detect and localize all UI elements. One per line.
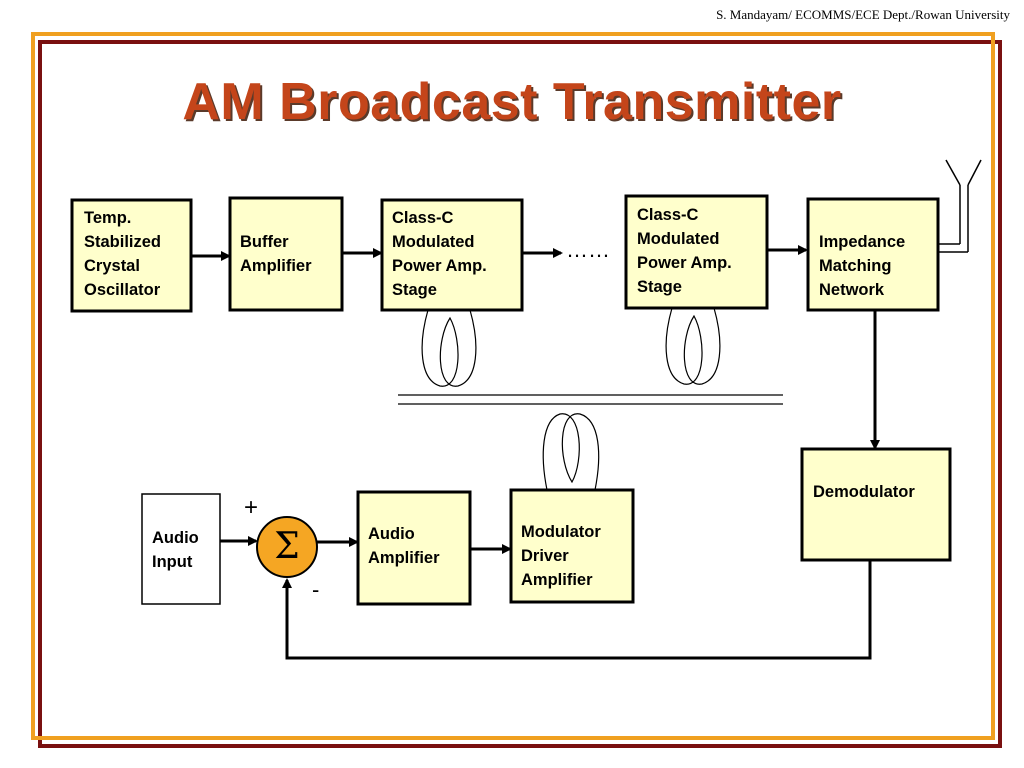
slide-credit: S. Mandayam/ ECOMMS/ECE Dept./Rowan Univ… bbox=[716, 7, 1010, 22]
classc2-line-3: Power Amp. bbox=[637, 254, 732, 272]
slide-title: AM Broadcast Transmitter bbox=[182, 73, 842, 131]
impedance-box bbox=[806, 197, 940, 312]
minus-sign: - bbox=[312, 577, 320, 602]
mod-driver-line-1: Modulator bbox=[521, 523, 601, 541]
oscillator-block: Temp. Stabilized Crystal Oscillator bbox=[84, 206, 161, 302]
summer-circle bbox=[256, 516, 318, 578]
audio-amp-line-2: Amplifier bbox=[368, 549, 440, 567]
oscillator-line-2: Stabilized bbox=[84, 233, 162, 251]
oscillator-line-3: Crystal bbox=[84, 257, 140, 275]
classc1-block: Class-C Modulated Power Amp. Stage bbox=[392, 206, 487, 302]
classc1-line-2: Modulated bbox=[392, 233, 475, 251]
audio-input-line-2: Input bbox=[152, 553, 193, 571]
demodulator-box bbox=[800, 447, 952, 562]
buffer-block: Buffer Amplifier bbox=[240, 230, 312, 278]
classc2-line-4: Stage bbox=[637, 278, 682, 296]
classc1-box bbox=[380, 198, 524, 312]
audio-input-block: Audio Input bbox=[152, 526, 199, 574]
mod-driver-line-3: Amplifier bbox=[521, 571, 593, 589]
classc1-line-4: Stage bbox=[392, 281, 437, 299]
frame-outer bbox=[38, 40, 1002, 748]
classc2-line-2: Modulated bbox=[637, 230, 720, 248]
mod-driver-line-2: Driver bbox=[521, 547, 569, 565]
classc2-box bbox=[624, 194, 769, 310]
plus-sign: + bbox=[244, 494, 259, 521]
classc2-block: Class-C Modulated Power Amp. Stage bbox=[637, 203, 732, 299]
audio-amp-block: Audio Amplifier bbox=[368, 522, 440, 570]
demodulator-block: Demodulator bbox=[813, 480, 915, 504]
audio-input-line-1: Audio bbox=[152, 529, 199, 547]
demodulator-line-1: Demodulator bbox=[813, 483, 915, 501]
oscillator-line-4: Oscillator bbox=[84, 281, 161, 299]
classc1-line-1: Class-C bbox=[392, 209, 454, 227]
audio-input-box bbox=[141, 493, 221, 605]
buffer-line-2: Amplifier bbox=[240, 257, 312, 275]
audio-amp-line-1: Audio bbox=[368, 525, 415, 543]
summer-symbol: Σ bbox=[274, 526, 300, 567]
coupling-transformer-icon bbox=[398, 307, 783, 491]
mod-driver-block: Modulator Driver Amplifier bbox=[521, 520, 601, 592]
impedance-line-2: Matching bbox=[819, 257, 892, 275]
stage-ellipsis: …… bbox=[566, 237, 610, 262]
buffer-line-1: Buffer bbox=[240, 233, 289, 251]
mod-driver-box bbox=[509, 488, 635, 604]
antenna-icon bbox=[938, 159, 982, 253]
frame-inner bbox=[31, 32, 995, 740]
oscillator-line-1: Temp. bbox=[84, 209, 132, 227]
impedance-line-3: Network bbox=[819, 281, 885, 299]
classc1-line-3: Power Amp. bbox=[392, 257, 487, 275]
classc2-line-1: Class-C bbox=[637, 206, 699, 224]
impedance-line-1: Impedance bbox=[819, 233, 906, 251]
impedance-block: Impedance Matching Network bbox=[819, 230, 905, 302]
feedback-path bbox=[282, 560, 872, 660]
